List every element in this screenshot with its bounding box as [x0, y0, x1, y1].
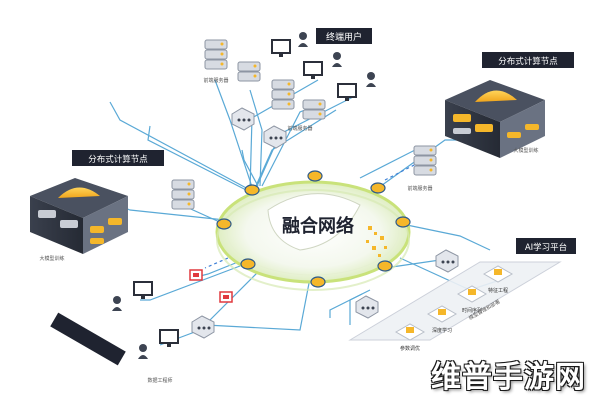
module-feature: 特征工程 [482, 265, 514, 294]
terminal-users-tag [316, 28, 372, 44]
terminal-users-group: 终端用户 [271, 28, 376, 101]
server-icon [237, 61, 261, 82]
distributed-tag-left [72, 150, 164, 166]
svg-text:特征工程: 特征工程 [488, 287, 508, 294]
particle [378, 254, 381, 257]
ring-node-3 [370, 182, 386, 194]
line-6 [214, 79, 254, 191]
line-8 [241, 149, 259, 187]
line-1 [109, 101, 251, 191]
server-top-label: 前端服务器 [203, 77, 228, 84]
module-tuning: 参数调优 [394, 323, 426, 352]
monitor-icon [303, 61, 323, 79]
switch-icon [231, 107, 255, 131]
fusion-network-ring: 融合网络 [215, 180, 411, 291]
ai-platform-tag [516, 238, 576, 254]
svg-text:时间序列: 时间序列 [462, 307, 482, 314]
bigmodel-right-label: 大模型训练 [513, 147, 538, 154]
ai-engineer-group: AI算法工程师 数据工程师 [50, 269, 233, 384]
center-title: 融合网络 [282, 215, 354, 237]
compute-cluster-icon [445, 80, 545, 158]
compute-cluster-icon [30, 178, 128, 254]
particle [380, 236, 384, 240]
ai-platform-label: AI学习平台 [525, 242, 567, 253]
switch-icon [191, 315, 215, 339]
ring-node-8 [216, 218, 232, 230]
user-icon [298, 32, 308, 47]
ring-base [216, 189, 410, 291]
ring-nodes [216, 170, 411, 288]
server-cluster-top: 前端服务器 前端服务器 [203, 39, 326, 149]
ring-node-7 [240, 258, 256, 270]
switch-icon [263, 125, 287, 149]
distributed-tag-right [482, 52, 574, 68]
ring-center-panel [267, 193, 361, 251]
monitor-icon [159, 329, 179, 347]
server-icon [204, 39, 228, 70]
svg-text:深度学习: 深度学习 [432, 327, 452, 334]
dashed-link-1 [204, 257, 229, 269]
ring-node-4 [395, 216, 411, 228]
server-icon [171, 179, 195, 210]
terminal-users-label: 终端用户 [326, 31, 362, 43]
switch-icon [355, 295, 379, 319]
particle [374, 232, 377, 235]
line-2 [147, 125, 253, 194]
module-timeseries: 时间序列 [456, 285, 488, 314]
ring-node-1 [244, 184, 260, 196]
particle [366, 240, 369, 243]
monitor-icon [337, 83, 357, 101]
dashed-link-2 [384, 161, 421, 181]
ai-engineer-tag [50, 312, 126, 366]
server-icon [302, 99, 326, 120]
dashed-links [204, 161, 421, 269]
firewall-icon [189, 269, 203, 281]
ai-platform-group: AI学习平台 模型管理和部署 特征工程 时间序列 深度学习 参数调优 [348, 238, 576, 352]
monitor-icon [271, 39, 291, 57]
user-icon [366, 72, 376, 87]
distributed-node-top-right: 分布式计算节点 大模型训练 前端服务器 [407, 52, 574, 192]
particle [384, 246, 387, 249]
watermark: 维普手游网 [431, 360, 586, 395]
user-icon [138, 344, 148, 359]
firewall-icon [219, 291, 233, 303]
svg-text:参数调优: 参数调优 [400, 345, 420, 352]
line-14 [140, 265, 241, 301]
distributed-label-right: 分布式计算节点 [498, 56, 558, 67]
line-22 [401, 223, 491, 251]
switch-icon [435, 249, 459, 273]
server-mid-label: 前端服务器 [287, 125, 312, 132]
line-7 [249, 89, 263, 187]
distributed-label-left: 分布式计算节点 [88, 154, 148, 165]
ring-node-6 [310, 276, 326, 288]
particle [372, 246, 376, 250]
engineer-name-label: 数据工程师 [147, 377, 172, 384]
distributed-node-left: 分布式计算节点 大模型训练 [30, 150, 195, 262]
server-icon [271, 79, 295, 110]
module-deeplearning: 深度学习 [426, 305, 458, 334]
bigmodel-left-label: 大模型训练 [39, 255, 64, 262]
line-17 [205, 277, 311, 331]
server-icon [413, 145, 437, 176]
monitor-icon [133, 281, 153, 299]
line-9 [261, 107, 311, 187]
particle [368, 226, 372, 230]
server-right-label: 前端服务器 [407, 185, 432, 192]
line-21 [329, 293, 363, 318]
user-icon [112, 296, 122, 311]
user-icon [332, 52, 342, 67]
platform-board [348, 261, 562, 341]
ring-node-2 [307, 170, 323, 182]
ring-node-5 [377, 260, 393, 272]
gold-particles [366, 226, 387, 257]
